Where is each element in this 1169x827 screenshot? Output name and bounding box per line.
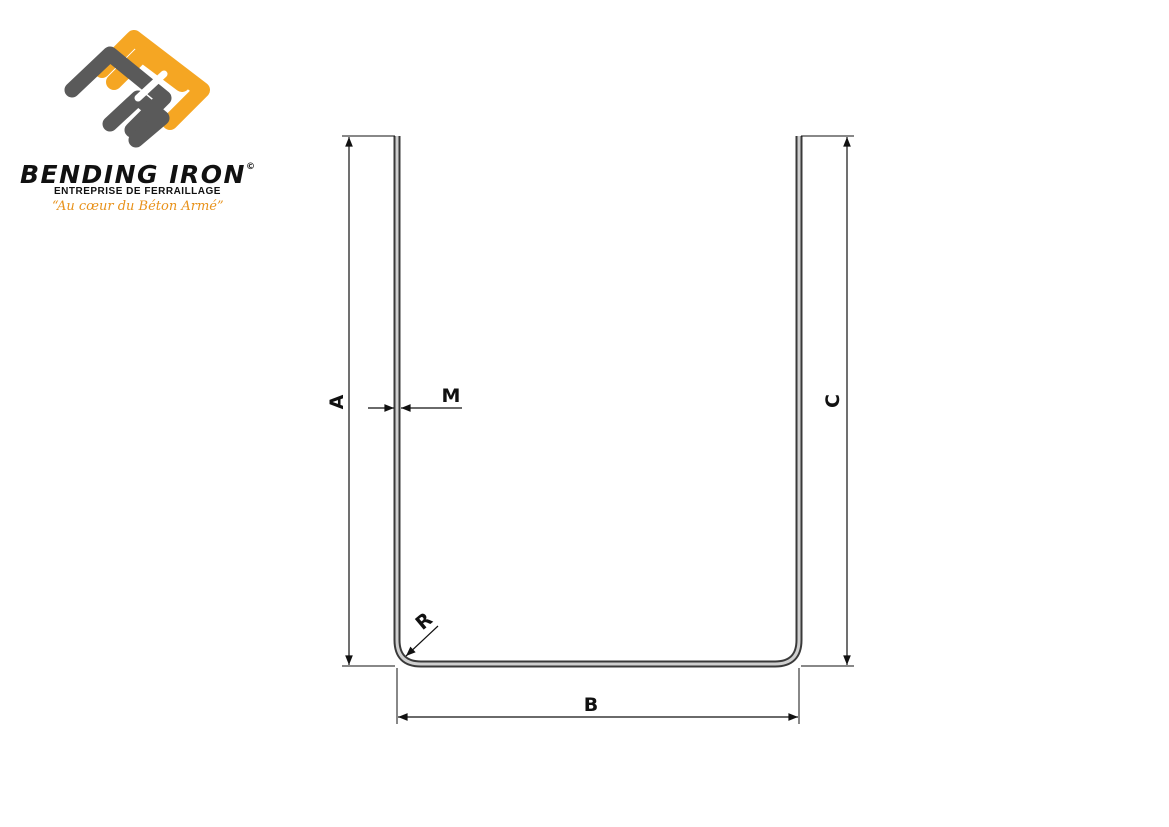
company-logo: BENDING IRON© ENTREPRISE DE FERRAILLAGE … [14, 14, 274, 224]
copyright-mark: © [245, 162, 255, 172]
dimension-b: B [396, 668, 800, 724]
u-bar-shape [393, 136, 803, 668]
logo-mark-icon [64, 30, 210, 148]
dimension-b-label: B [584, 694, 598, 716]
dimension-a-label: A [326, 394, 348, 409]
brand-subtitle: ENTREPRISE DE FERRAILLAGE [54, 186, 221, 197]
brand-tagline: “Au cœur du Béton Armé” [52, 199, 224, 214]
brand-name: BENDING IRON© [20, 160, 255, 189]
dimension-m: M [368, 385, 462, 412]
dimension-r: R [405, 608, 439, 657]
dimension-a: A [326, 135, 395, 667]
dimension-c-label: C [822, 394, 844, 408]
dimension-m-label: M [442, 385, 461, 407]
dimension-c: C [801, 135, 854, 667]
